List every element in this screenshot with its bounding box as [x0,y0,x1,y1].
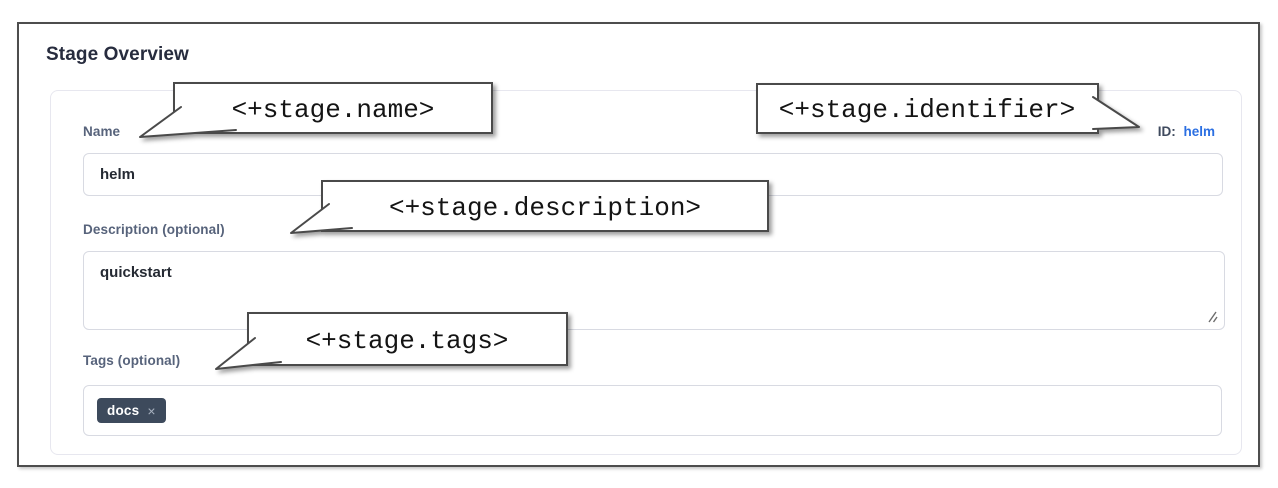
description-label: Description (optional) [83,222,225,237]
tags-label: Tags (optional) [83,353,181,368]
tags-input[interactable]: docs × [83,385,1222,436]
tag-remove-icon[interactable]: × [147,402,156,419]
id-value-link[interactable]: helm [1183,124,1215,139]
name-input[interactable] [83,153,1223,196]
textarea-resize-handle-icon[interactable] [1203,309,1219,324]
id-label: ID: [1157,124,1176,139]
page-title: Stage Overview [46,44,189,65]
tag-chip: docs × [97,398,166,423]
stage-id-row: ID: helm [1158,124,1215,139]
description-textarea[interactable]: quickstart [83,251,1225,330]
stage-overview-card: Name ID: helm Description (optional) qui… [50,90,1242,455]
tag-chip-label: docs [107,403,140,418]
stage-overview-panel: Stage Overview Name ID: helm Description… [17,22,1260,467]
name-label: Name [83,124,121,139]
